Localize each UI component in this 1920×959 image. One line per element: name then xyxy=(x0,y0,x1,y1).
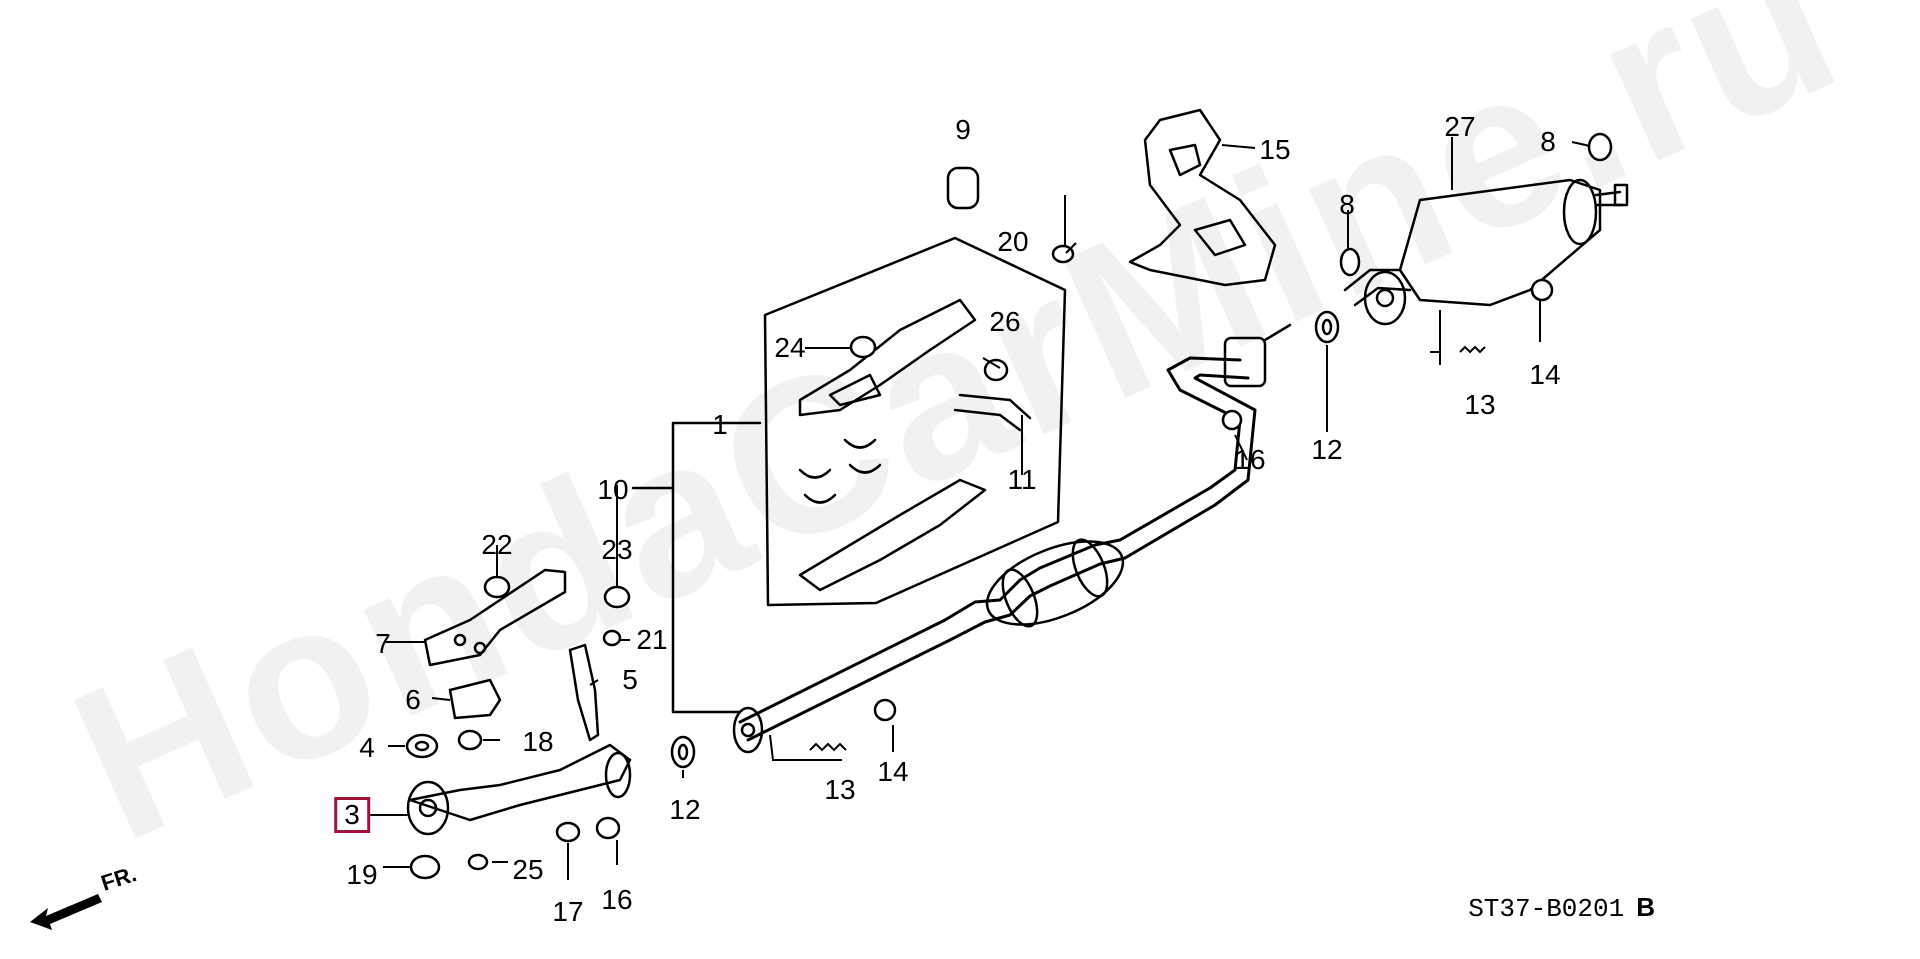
diagram-code: ST37-B0201 B xyxy=(1468,892,1655,924)
group-box xyxy=(763,236,1067,607)
label-part-1: 1 xyxy=(712,409,728,440)
label-part-23: 23 xyxy=(601,534,633,565)
bracket-7 xyxy=(423,568,567,667)
main-pipe xyxy=(738,356,1242,724)
label-part-9: 9 xyxy=(955,114,971,145)
label-part-20: 20 xyxy=(997,226,1029,257)
spring-13-lower xyxy=(809,742,847,752)
label-part-4: 4 xyxy=(359,732,375,763)
label-part-8-top: 8 xyxy=(1540,126,1556,157)
flange-front xyxy=(732,706,764,754)
diagram-code-suffix: B xyxy=(1636,892,1655,922)
label-part-26: 26 xyxy=(989,306,1021,337)
stay-5 xyxy=(568,643,600,742)
label-part-15: 15 xyxy=(1259,134,1291,165)
label-part-16-upper: 16 xyxy=(1234,444,1266,475)
label-part-11: 11 xyxy=(1007,464,1037,495)
label-part-16-lower: 16 xyxy=(601,884,633,915)
label-part-13-lower: 13 xyxy=(824,774,856,805)
label-part-14-upper: 14 xyxy=(1529,359,1561,390)
rubber-9 xyxy=(946,166,980,210)
label-part-7: 7 xyxy=(375,628,391,659)
label-part-19: 19 xyxy=(346,859,378,890)
nut-19 xyxy=(409,854,441,880)
diagram-code-text: ST37-B0201 xyxy=(1468,894,1625,924)
label-part-25: 25 xyxy=(512,854,544,885)
heat-shield-15 xyxy=(1128,108,1277,287)
rubber-8-top xyxy=(1587,132,1613,162)
nut-16-lower xyxy=(595,816,621,840)
nut-26 xyxy=(983,358,1009,382)
label-part-22: 22 xyxy=(481,529,513,560)
label-part-3: 3 xyxy=(334,797,370,833)
hanger-bracket xyxy=(1223,336,1267,388)
label-part-12-lower: 12 xyxy=(669,794,701,825)
muffler-flange xyxy=(1363,270,1407,326)
label-part-18: 18 xyxy=(522,726,554,757)
bolt-14-lower xyxy=(873,698,897,722)
nut-17 xyxy=(555,821,581,843)
resonator xyxy=(985,540,1125,626)
cover-6 xyxy=(448,678,502,720)
front-arrow-icon xyxy=(30,894,102,930)
label-part-10: 10 xyxy=(597,474,629,505)
label-part-6: 6 xyxy=(405,684,421,715)
bolt-14-upper xyxy=(1530,278,1554,302)
nut-24 xyxy=(849,335,877,359)
bolt-23-head xyxy=(603,585,631,609)
heat-shield-front xyxy=(798,298,977,417)
label-part-27: 27 xyxy=(1444,111,1476,142)
nut-25 xyxy=(467,853,489,871)
label-part-12-upper: 12 xyxy=(1311,434,1343,465)
rubber-8-small xyxy=(1339,247,1361,277)
label-part-14-lower: 14 xyxy=(877,756,909,787)
label-part-24: 24 xyxy=(774,332,806,363)
nut-18 xyxy=(457,729,483,751)
bolt-21-head xyxy=(602,629,622,647)
label-part-13-upper: 13 xyxy=(1464,389,1496,420)
muffler-27 xyxy=(1398,178,1602,307)
label-part-17: 17 xyxy=(552,896,584,927)
label-part-8-small: 8 xyxy=(1339,189,1355,220)
nut-16-upper xyxy=(1221,409,1243,431)
front-pipe-3 xyxy=(408,743,632,822)
spring-13-upper xyxy=(1459,345,1486,354)
bolt-22-head xyxy=(483,575,511,599)
label-part-21: 21 xyxy=(636,624,668,655)
label-part-5: 5 xyxy=(622,664,638,695)
